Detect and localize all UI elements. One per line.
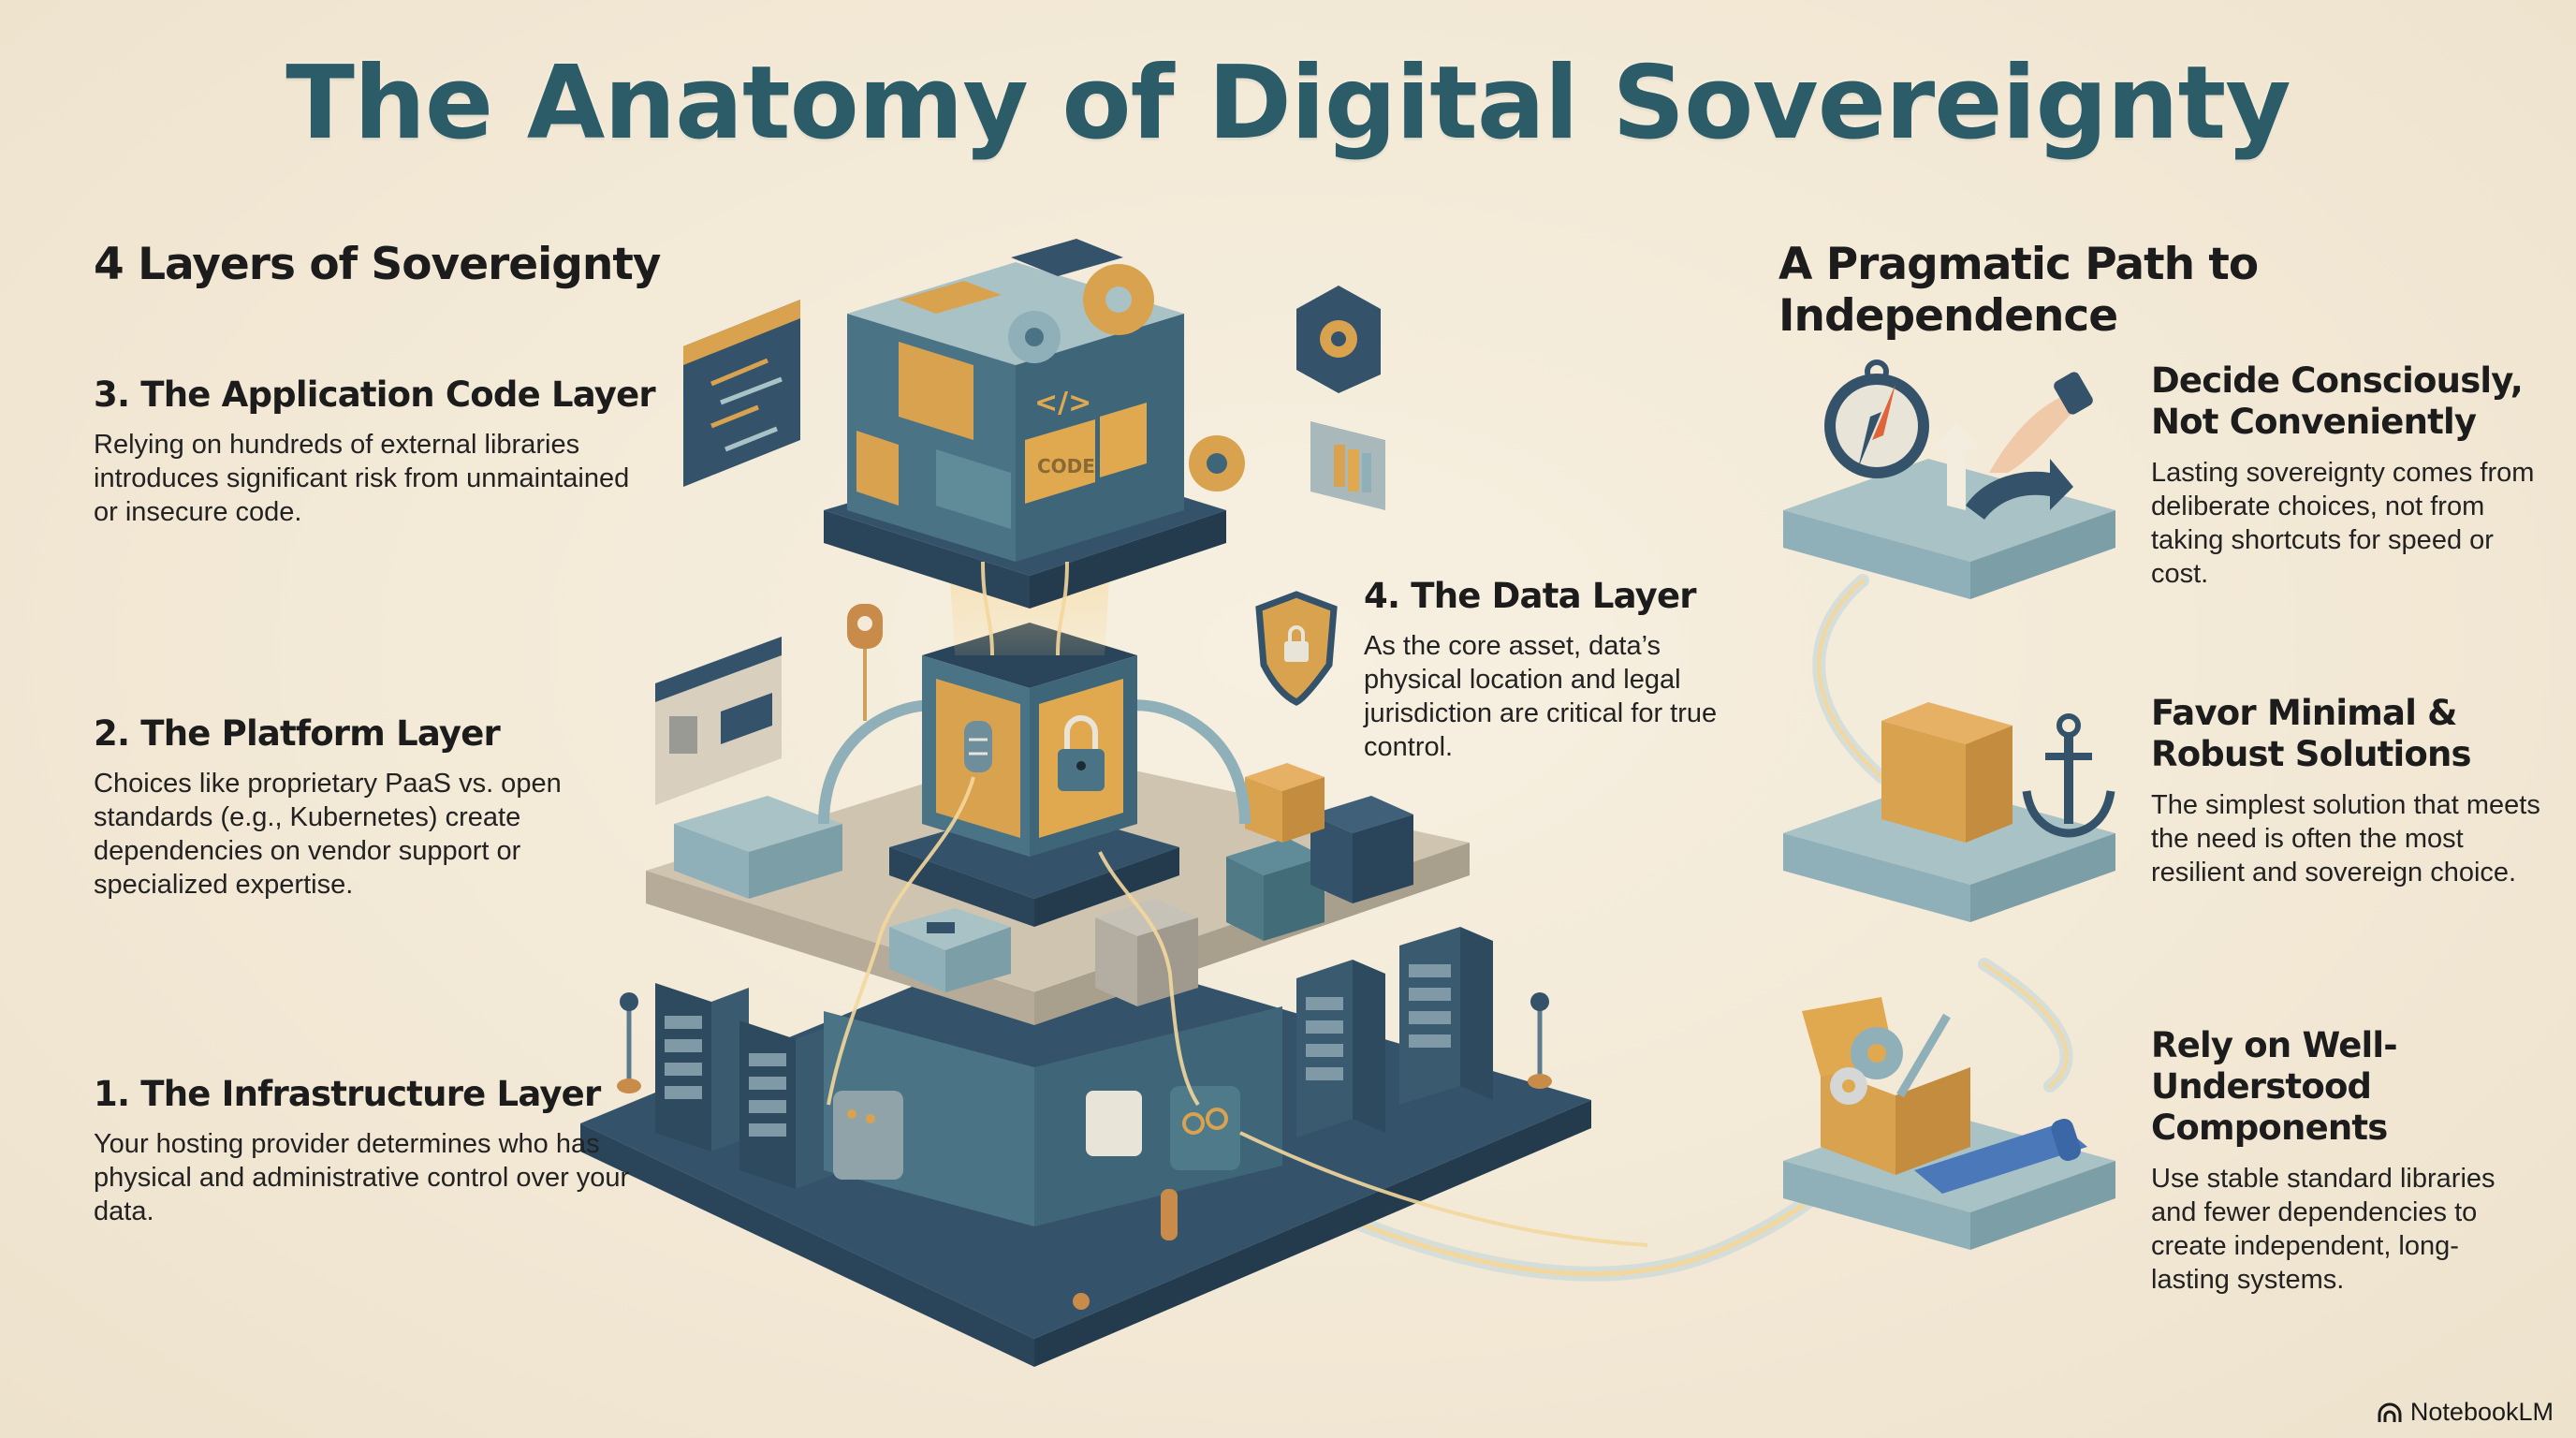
container-icon: [1310, 796, 1413, 903]
page-title: The Anatomy of Digital Sovereignty: [285, 45, 2291, 162]
notebooklm-branding: NotebookLM: [2377, 1398, 2554, 1427]
layer-description: Choices like proprietary PaaS vs. open s…: [94, 769, 562, 900]
gear-panel-icon: [1296, 286, 1381, 393]
platform-layer-tray: [646, 749, 1470, 1025]
server-rack-icon: [655, 983, 749, 1152]
server-rack-icon: [1399, 927, 1493, 1105]
layer-description: As the core asset, data’s physical locat…: [1364, 631, 1718, 762]
shield-lock-icon: [1255, 591, 1338, 706]
toolbox-and-blueprint-icon: [1783, 997, 2115, 1250]
path-step-rely-on-components: Rely on Well-Understood Components Use s…: [2151, 1025, 2525, 1297]
padlock-icon: [1058, 715, 1105, 791]
notebooklm-logo-icon: [2378, 1402, 2402, 1422]
browser-window-icon: [655, 637, 782, 805]
cube-and-anchor-icon: [1783, 702, 2115, 922]
step-description: Use stable standard libraries and fewer …: [2151, 1164, 2496, 1295]
code-block-label: CODE: [1037, 455, 1095, 477]
container-icon: [1226, 838, 1325, 941]
layer-heading: 2. The Platform Layer: [94, 713, 501, 754]
code-tag-label: </>: [1034, 387, 1091, 419]
layer-heading: 4. The Data Layer: [1364, 576, 1697, 616]
layer-heading: 1. The Infrastructure Layer: [94, 1074, 601, 1114]
code-editor-window-icon: [683, 300, 800, 487]
layer-description: Your hosting provider determines who has…: [94, 1129, 630, 1226]
step-description: Lasting sovereignty comes from deliberat…: [2151, 458, 2535, 589]
layer-card-platform: 2. The Platform Layer Choices like propr…: [94, 713, 655, 902]
path-step-favor-minimal: Favor Minimal & Robust Solutions The sim…: [2151, 693, 2544, 889]
layer-card-data: 4. The Data Layer As the core asset, dat…: [1364, 576, 1720, 764]
layer-heading: 3. The Application Code Layer: [94, 374, 656, 415]
infrastructure-layer-base: [580, 927, 1591, 1367]
path-step-decide-consciously: Decide Consciously, Not Conveniently Las…: [2151, 360, 2544, 591]
layer-card-infrastructure: 1. The Infrastructure Layer Your hosting…: [94, 1074, 655, 1228]
gear-icon: [1008, 311, 1061, 363]
books-panel-icon: [1310, 421, 1385, 510]
compass-and-pointing-hand-icon: [1783, 360, 2115, 599]
gear-icon: [1083, 264, 1154, 335]
layer-description: Relying on hundreds of external librarie…: [94, 430, 630, 527]
step-description: The simplest solution that meets the nee…: [2151, 790, 2540, 888]
server-rack-icon: [1296, 960, 1385, 1137]
logo-text: NotebookLM: [2409, 1398, 2554, 1426]
step-heading: Rely on Well-Understood Components: [2151, 1025, 2398, 1148]
container-icon: [1095, 899, 1198, 1006]
server-rack-icon: [739, 1020, 833, 1189]
step-heading: Decide Consciously, Not Conveniently: [2151, 360, 2524, 442]
left-section-heading: 4 Layers of Sovereignty: [94, 239, 661, 290]
layer-card-application-code: 3. The Application Code Layer Relying on…: [94, 374, 656, 529]
data-layer-vault: [818, 506, 1251, 927]
right-section-heading: A Pragmatic Path to Independence: [1778, 239, 2259, 342]
database-icon: [964, 721, 992, 772]
key-tag-icon: [847, 604, 883, 721]
step-heading: Favor Minimal & Robust Solutions: [2151, 693, 2472, 774]
gear-icon: [1189, 435, 1245, 492]
application-code-layer-cube: </> CODE: [824, 239, 1245, 609]
